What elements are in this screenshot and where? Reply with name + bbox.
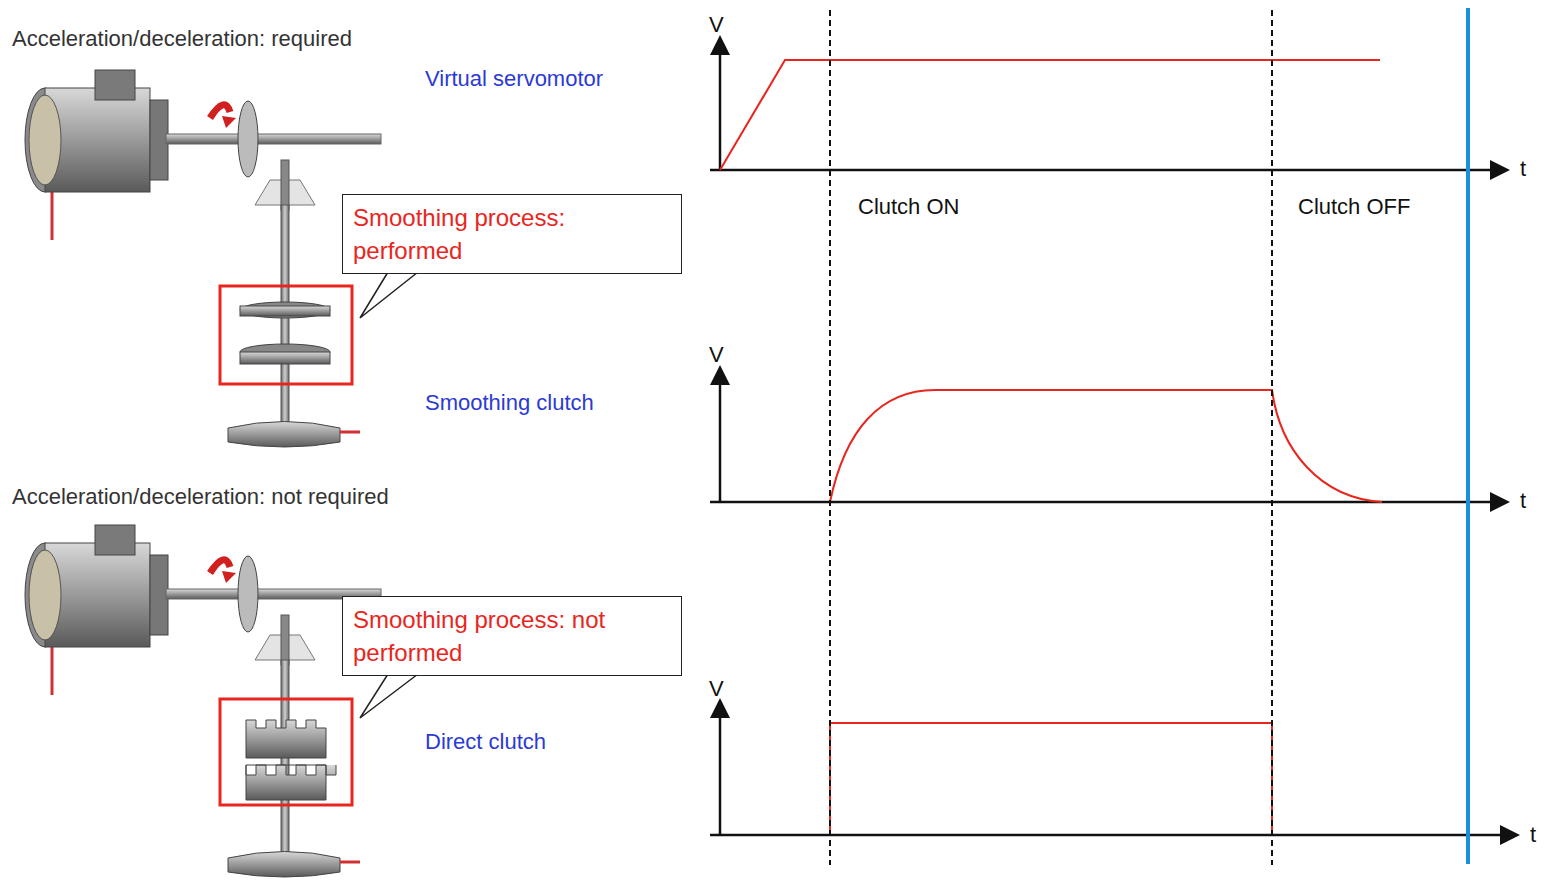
part-name: Smoothing clutch: [425, 390, 594, 416]
event-label: Clutch ON: [858, 194, 959, 220]
axis-label: V: [709, 342, 724, 368]
axis-label: V: [709, 676, 724, 702]
part-name: Virtual servomotor: [425, 66, 603, 92]
axis-label: t: [1520, 488, 1526, 514]
axis-label: t: [1530, 822, 1536, 848]
callout-text: Smoothing process: not performed: [353, 603, 671, 669]
callout-box: Smoothing process: not performed: [342, 596, 682, 676]
axis-label: t: [1520, 156, 1526, 182]
heading: Acceleration/deceleration: required: [12, 26, 352, 52]
callout-text: Smoothing process: performed: [353, 201, 671, 267]
part-name: Direct clutch: [425, 729, 546, 755]
heading: Acceleration/deceleration: not required: [12, 484, 389, 510]
axis-label: V: [709, 12, 724, 38]
callout-box: Smoothing process: performed: [342, 194, 682, 274]
event-label: Clutch OFF: [1298, 194, 1410, 220]
